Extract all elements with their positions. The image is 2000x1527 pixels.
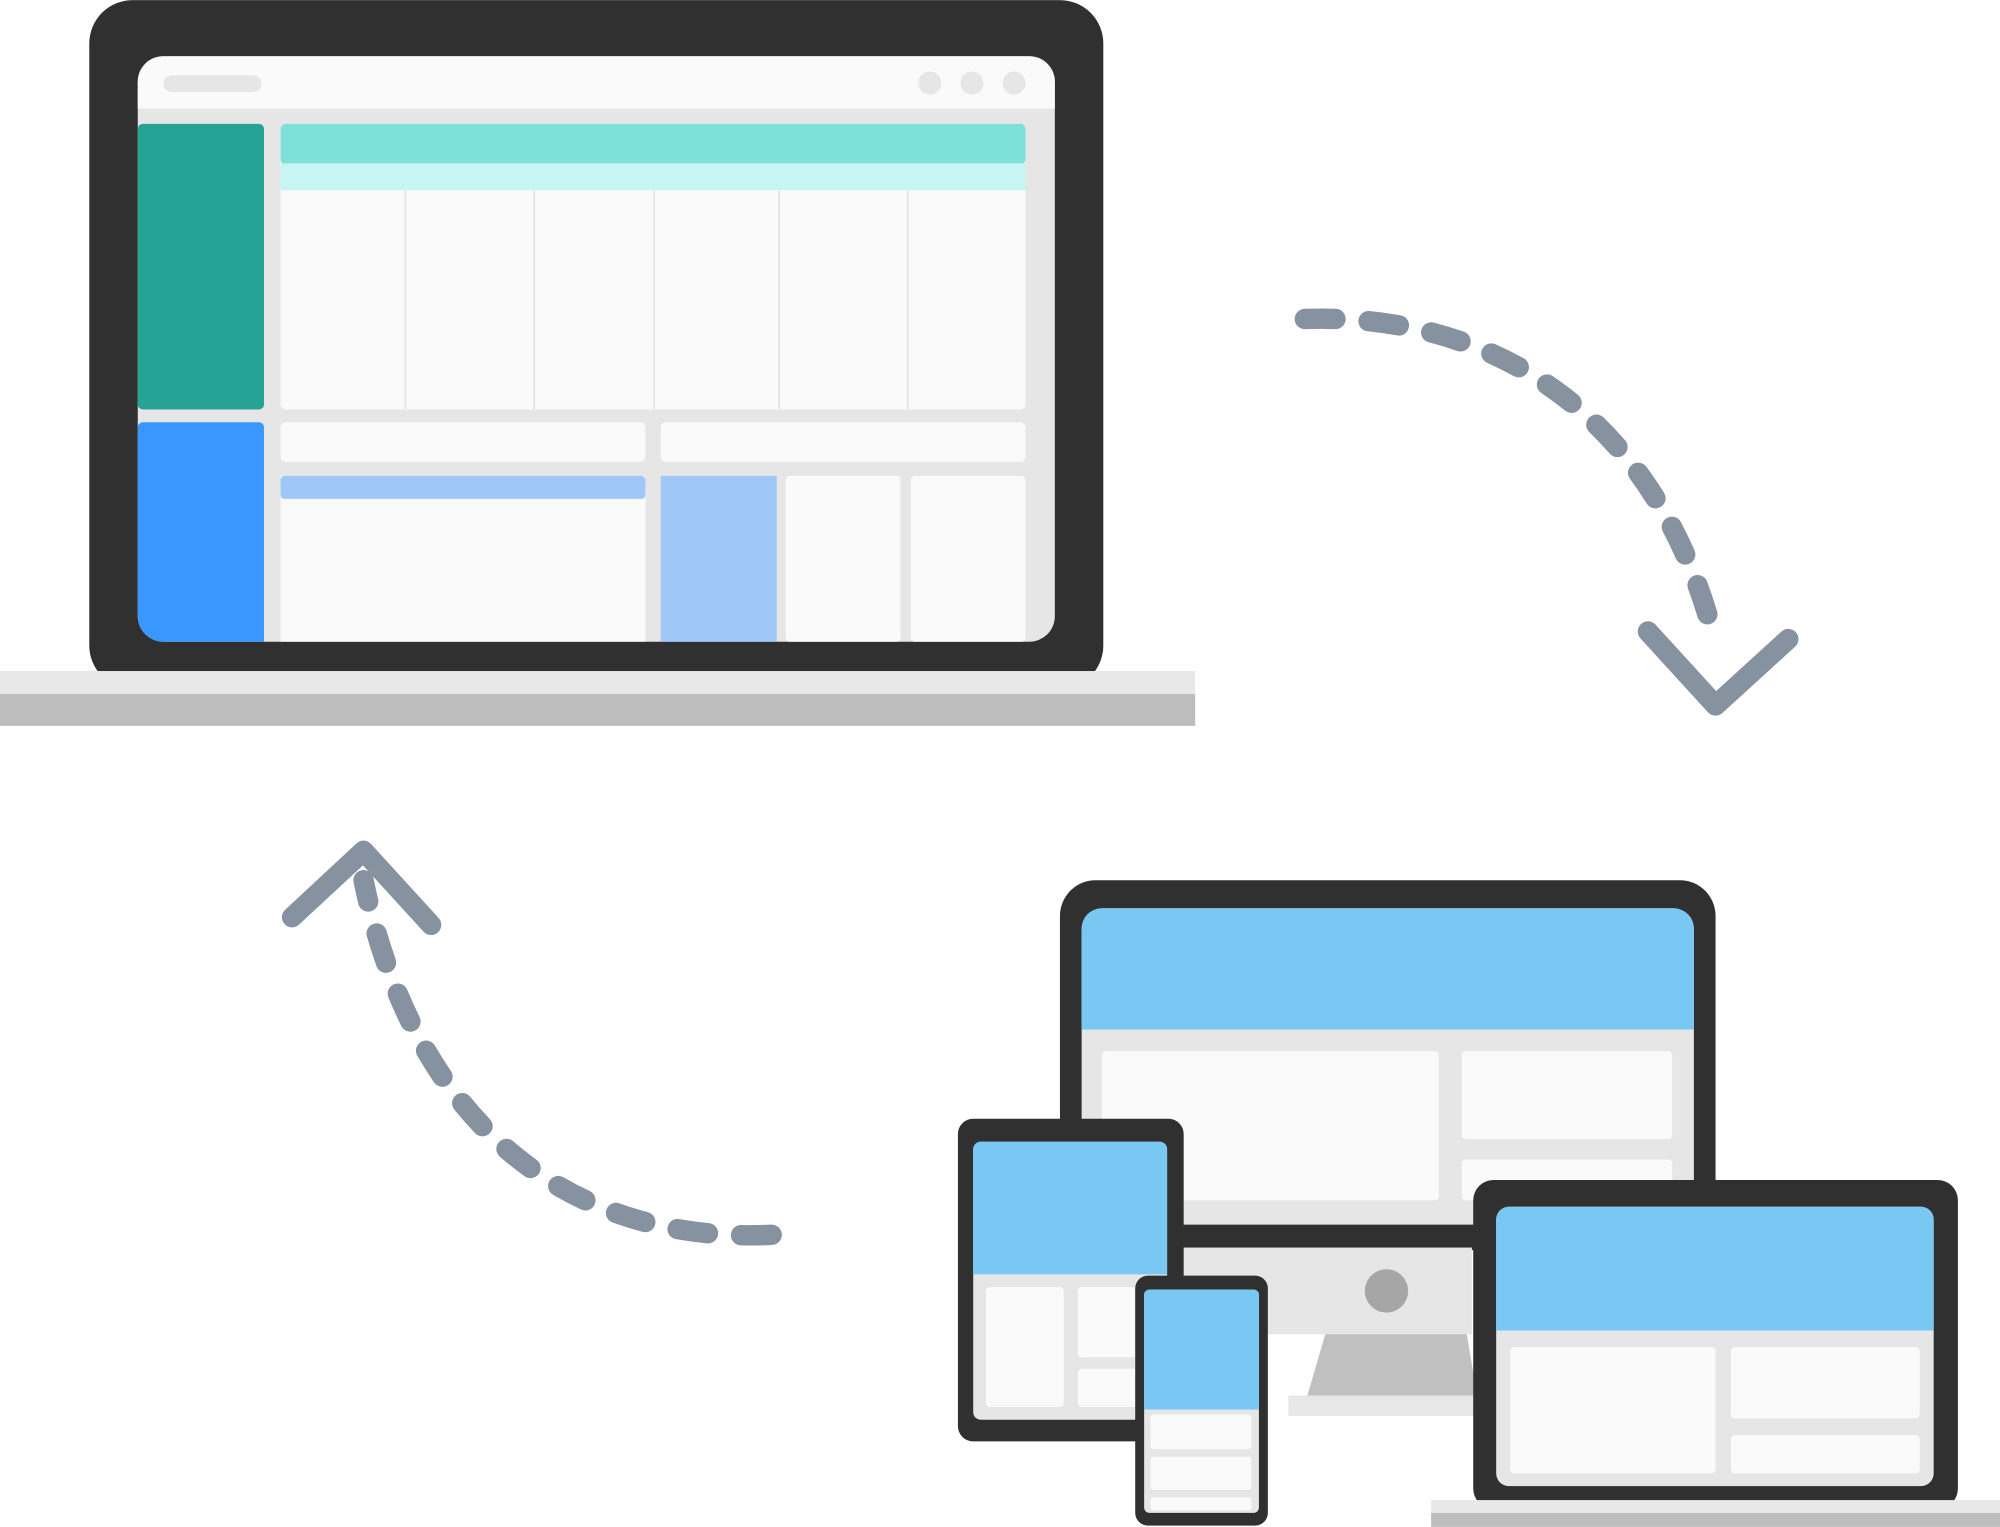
sidebar-blue-block — [137, 422, 265, 642]
lower-card-middle — [785, 475, 901, 642]
phone-row-1 — [1150, 1414, 1252, 1450]
small-laptop-device — [1431, 1179, 2000, 1527]
smartphone-device — [1135, 1275, 1268, 1526]
small-laptop-base-bottom — [1431, 1512, 2000, 1527]
laptop-desktop-view — [0, 0, 1196, 726]
small-laptop-card-top-right — [1730, 1347, 1920, 1419]
content-bar-right — [660, 422, 1026, 462]
monitor-card-large — [1102, 1051, 1439, 1201]
lower-card-right — [910, 475, 1026, 642]
main-panel-column-dividers — [404, 190, 909, 410]
lower-card-left-header — [280, 475, 646, 499]
tablet-card-left — [985, 1287, 1064, 1407]
main-panel-header — [280, 123, 1026, 165]
lower-card-blue — [660, 475, 777, 642]
tablet-device — [957, 1118, 1184, 1442]
curved-dashed-arrow-down-icon — [1294, 308, 1799, 716]
curved-dashed-arrow-up-icon — [281, 840, 782, 1246]
phone-row-2 — [1150, 1456, 1252, 1490]
laptop-base-bottom — [0, 693, 1196, 726]
monitor-screen-header — [1081, 908, 1694, 1030]
phone-row-3 — [1150, 1497, 1252, 1511]
main-panel-subheader — [280, 163, 1026, 191]
laptop-screen — [137, 56, 1055, 642]
sidebar-teal-block — [137, 123, 265, 410]
small-laptop-card-left — [1510, 1347, 1716, 1474]
monitor-stand-base — [1288, 1395, 1480, 1416]
phone-screen-header — [1144, 1289, 1259, 1410]
desktop-monitor — [1059, 880, 1716, 1416]
small-laptop-base-top — [1431, 1500, 2000, 1513]
monitor-stand — [1307, 1334, 1478, 1396]
content-bar-left — [280, 422, 646, 462]
browser-top-bar — [137, 56, 1055, 109]
tablet-screen-header — [973, 1141, 1168, 1275]
laptop-base-top — [0, 671, 1196, 697]
browser-address-bar — [163, 75, 262, 92]
lower-card-left — [280, 475, 646, 642]
small-laptop-screen-header — [1496, 1206, 1934, 1331]
monitor-power-button — [1364, 1269, 1409, 1313]
monitor-card-top-right — [1461, 1051, 1673, 1140]
window-control-dots-icon — [918, 71, 1026, 95]
small-laptop-card-bottom-right — [1730, 1435, 1920, 1474]
